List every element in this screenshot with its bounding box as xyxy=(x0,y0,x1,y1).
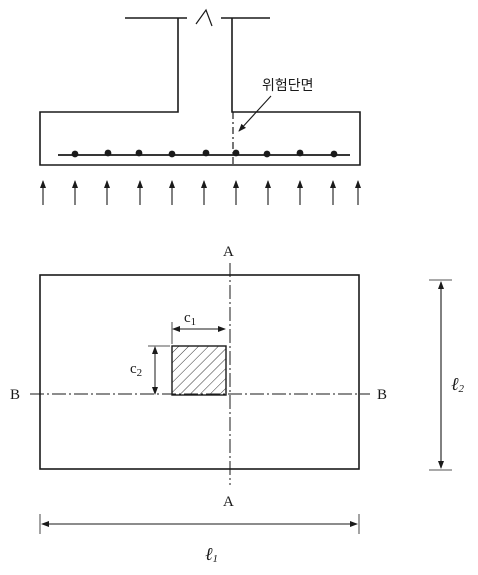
l1-label-base: ℓ xyxy=(205,544,213,564)
rebar-dot xyxy=(202,149,210,157)
axis-b-left-label: B xyxy=(10,387,20,403)
c1-label-subscript: 1 xyxy=(191,316,197,328)
l1-label-subscript: 1 xyxy=(213,553,219,565)
rebar-dot xyxy=(135,149,143,157)
plan-view: A A B B c1 c2 ℓ2 ℓ1 xyxy=(10,244,465,565)
c2-label-base: c xyxy=(130,361,137,377)
l2-label-base: ℓ xyxy=(451,374,459,394)
rebar-dot xyxy=(71,150,79,158)
axis-a-top-label: A xyxy=(223,244,234,260)
l2-label-subscript: 2 xyxy=(459,383,465,395)
column-section-hatched xyxy=(171,345,227,396)
c2-label: c2 xyxy=(130,361,142,379)
footing-elevation-outline xyxy=(39,18,361,166)
footing-plan-outline xyxy=(39,274,360,470)
c1-label: c1 xyxy=(184,310,196,328)
critical-section-leader-arrow xyxy=(238,95,272,132)
break-line-symbol xyxy=(195,8,213,27)
critical-section-label: 위험단면 xyxy=(262,78,314,94)
rebar-dot xyxy=(263,150,271,158)
rebar-dots xyxy=(71,149,338,158)
rebar-dot xyxy=(168,150,176,158)
rebar-dot xyxy=(104,149,112,157)
l1-label: ℓ1 xyxy=(205,544,218,565)
l2-label: ℓ2 xyxy=(451,374,465,395)
c1-label-base: c xyxy=(184,310,191,326)
c2-label-subscript: 2 xyxy=(137,367,143,379)
rebar-dot xyxy=(330,150,338,158)
axis-b-right-label: B xyxy=(377,387,387,403)
rebar-dot xyxy=(232,149,240,157)
axis-a-bottom-label: A xyxy=(223,494,234,510)
elevation-view: 위험단면 xyxy=(39,8,361,205)
soil-pressure-arrows xyxy=(40,180,361,205)
rebar-dot xyxy=(296,149,304,157)
